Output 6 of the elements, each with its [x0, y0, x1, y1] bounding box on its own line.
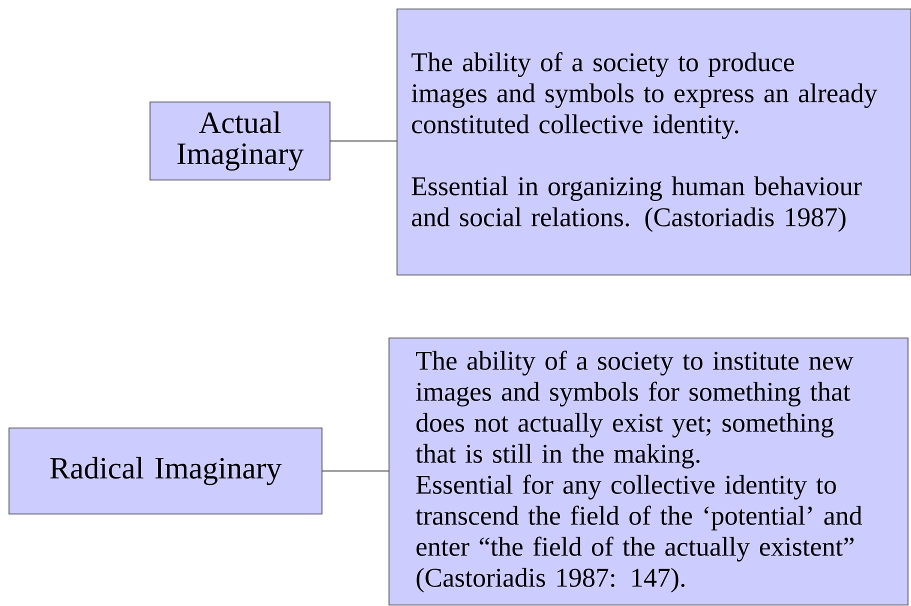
- connector-line: [330, 140, 397, 142]
- text-box: The ability of a society to institute new images and symbols for something that does not actually exist yet; something that is still in the making. Essential for any collective identity to transcend the field of the ‘potential’ and enter “the field of the actually existent” (Castoriadis 1987: 147).: [388, 338, 908, 606]
- label-box: Actual Imaginary: [150, 102, 330, 180]
- label-box: Radical Imaginary: [8, 428, 322, 514]
- connector-line: [322, 470, 389, 472]
- text-box: The ability of a society to produce images and symbols to express an already constituted collective identity. Essential in organizing human behaviour and social relations. (Castoriadis 1987): [396, 8, 911, 276]
